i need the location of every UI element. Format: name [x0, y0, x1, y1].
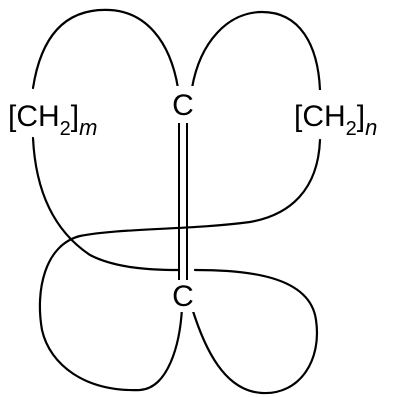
bottom-atom-backing	[170, 280, 196, 312]
left-chain-backing	[6, 90, 114, 136]
right-chain-base: [CH	[294, 100, 346, 133]
bottom-right-loop	[190, 268, 319, 395]
left-chain-close: ]	[71, 100, 79, 133]
right-chain-close: ]	[357, 100, 365, 133]
left-chain-label: [CH2]m	[8, 100, 97, 140]
right-chain-sweep	[38, 138, 322, 392]
right-chain-label: [CH2]n	[294, 100, 377, 140]
left-chain-base: [CH	[8, 100, 60, 133]
left-chain-subscript: 2	[60, 118, 71, 140]
left-chain-index: m	[79, 115, 97, 140]
left-chain-to-bottom-c	[31, 136, 180, 272]
right-chain-backing	[292, 90, 398, 136]
top-left-loop	[31, 8, 180, 90]
right-chain-subscript: 2	[346, 118, 357, 140]
top-atom-backing	[170, 86, 196, 120]
top-carbon-label: C	[172, 89, 194, 122]
right-chain-index: n	[365, 115, 377, 140]
bottom-carbon-label: C	[172, 280, 194, 313]
top-right-loop	[190, 10, 322, 92]
